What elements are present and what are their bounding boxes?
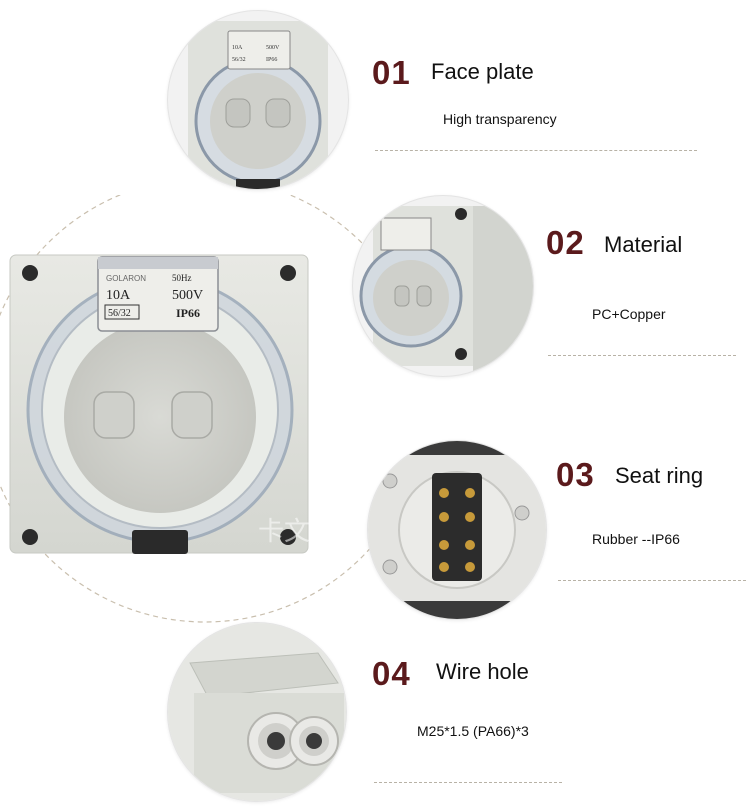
feature-desc-wire-hole: M25*1.5 (PA66)*3 <box>417 723 529 739</box>
feature-desc-material: PC+Copper <box>592 306 666 322</box>
screw-icon <box>280 265 296 281</box>
small-label-rating: IP66 <box>266 57 277 63</box>
feature-title-seat-ring: Seat ring <box>615 463 704 488</box>
socket-face <box>64 321 256 513</box>
feature-title-material: Material <box>604 232 683 257</box>
material-photo <box>352 195 534 377</box>
seat-ring-photo <box>367 440 547 620</box>
screw-icon <box>22 265 38 281</box>
divider-line <box>375 150 697 151</box>
face-plate-photo: 10A 500V 56/32 IP66 <box>167 10 349 190</box>
label-code-box <box>104 304 140 320</box>
cover-latch <box>132 530 188 554</box>
feature-title-face-plate: Face plate <box>431 59 534 84</box>
small-label-current: 10A <box>232 45 243 51</box>
divider-line <box>558 580 746 581</box>
wire-hole-photo <box>167 622 347 802</box>
divider-line <box>548 355 736 356</box>
label-code: 56/32 <box>108 308 131 319</box>
small-label-code: 56/32 <box>232 57 246 63</box>
screw-icon <box>280 529 296 545</box>
feature-number-01: 01 <box>372 54 411 91</box>
socket-hole-left <box>93 391 135 439</box>
feature-number-02: 02 <box>546 224 585 261</box>
hinge-strip <box>98 257 218 269</box>
feature-number-03: 03 <box>556 456 595 493</box>
small-label-voltage: 500V <box>266 45 280 51</box>
feature-title-wire-hole: Wire hole <box>436 659 529 684</box>
main-product-photo: GOLARON 50Hz 10A 500V 56/32 IP66 卡文电气 <box>0 195 375 625</box>
label-frequency: 50Hz <box>172 273 192 283</box>
label-rating: IP66 <box>176 306 200 320</box>
socket-hole-right <box>171 391 213 439</box>
label-current: 10A <box>106 288 131 303</box>
divider-line <box>374 782 562 783</box>
feature-desc-seat-ring: Rubber --IP66 <box>592 531 680 547</box>
screw-icon <box>22 529 38 545</box>
feature-number-04: 04 <box>372 655 411 692</box>
watermark-text: 卡文电气 <box>258 517 362 547</box>
label-brand: GOLARON <box>106 274 146 283</box>
label-voltage: 500V <box>172 288 203 303</box>
feature-desc-face-plate: High transparency <box>443 111 557 127</box>
